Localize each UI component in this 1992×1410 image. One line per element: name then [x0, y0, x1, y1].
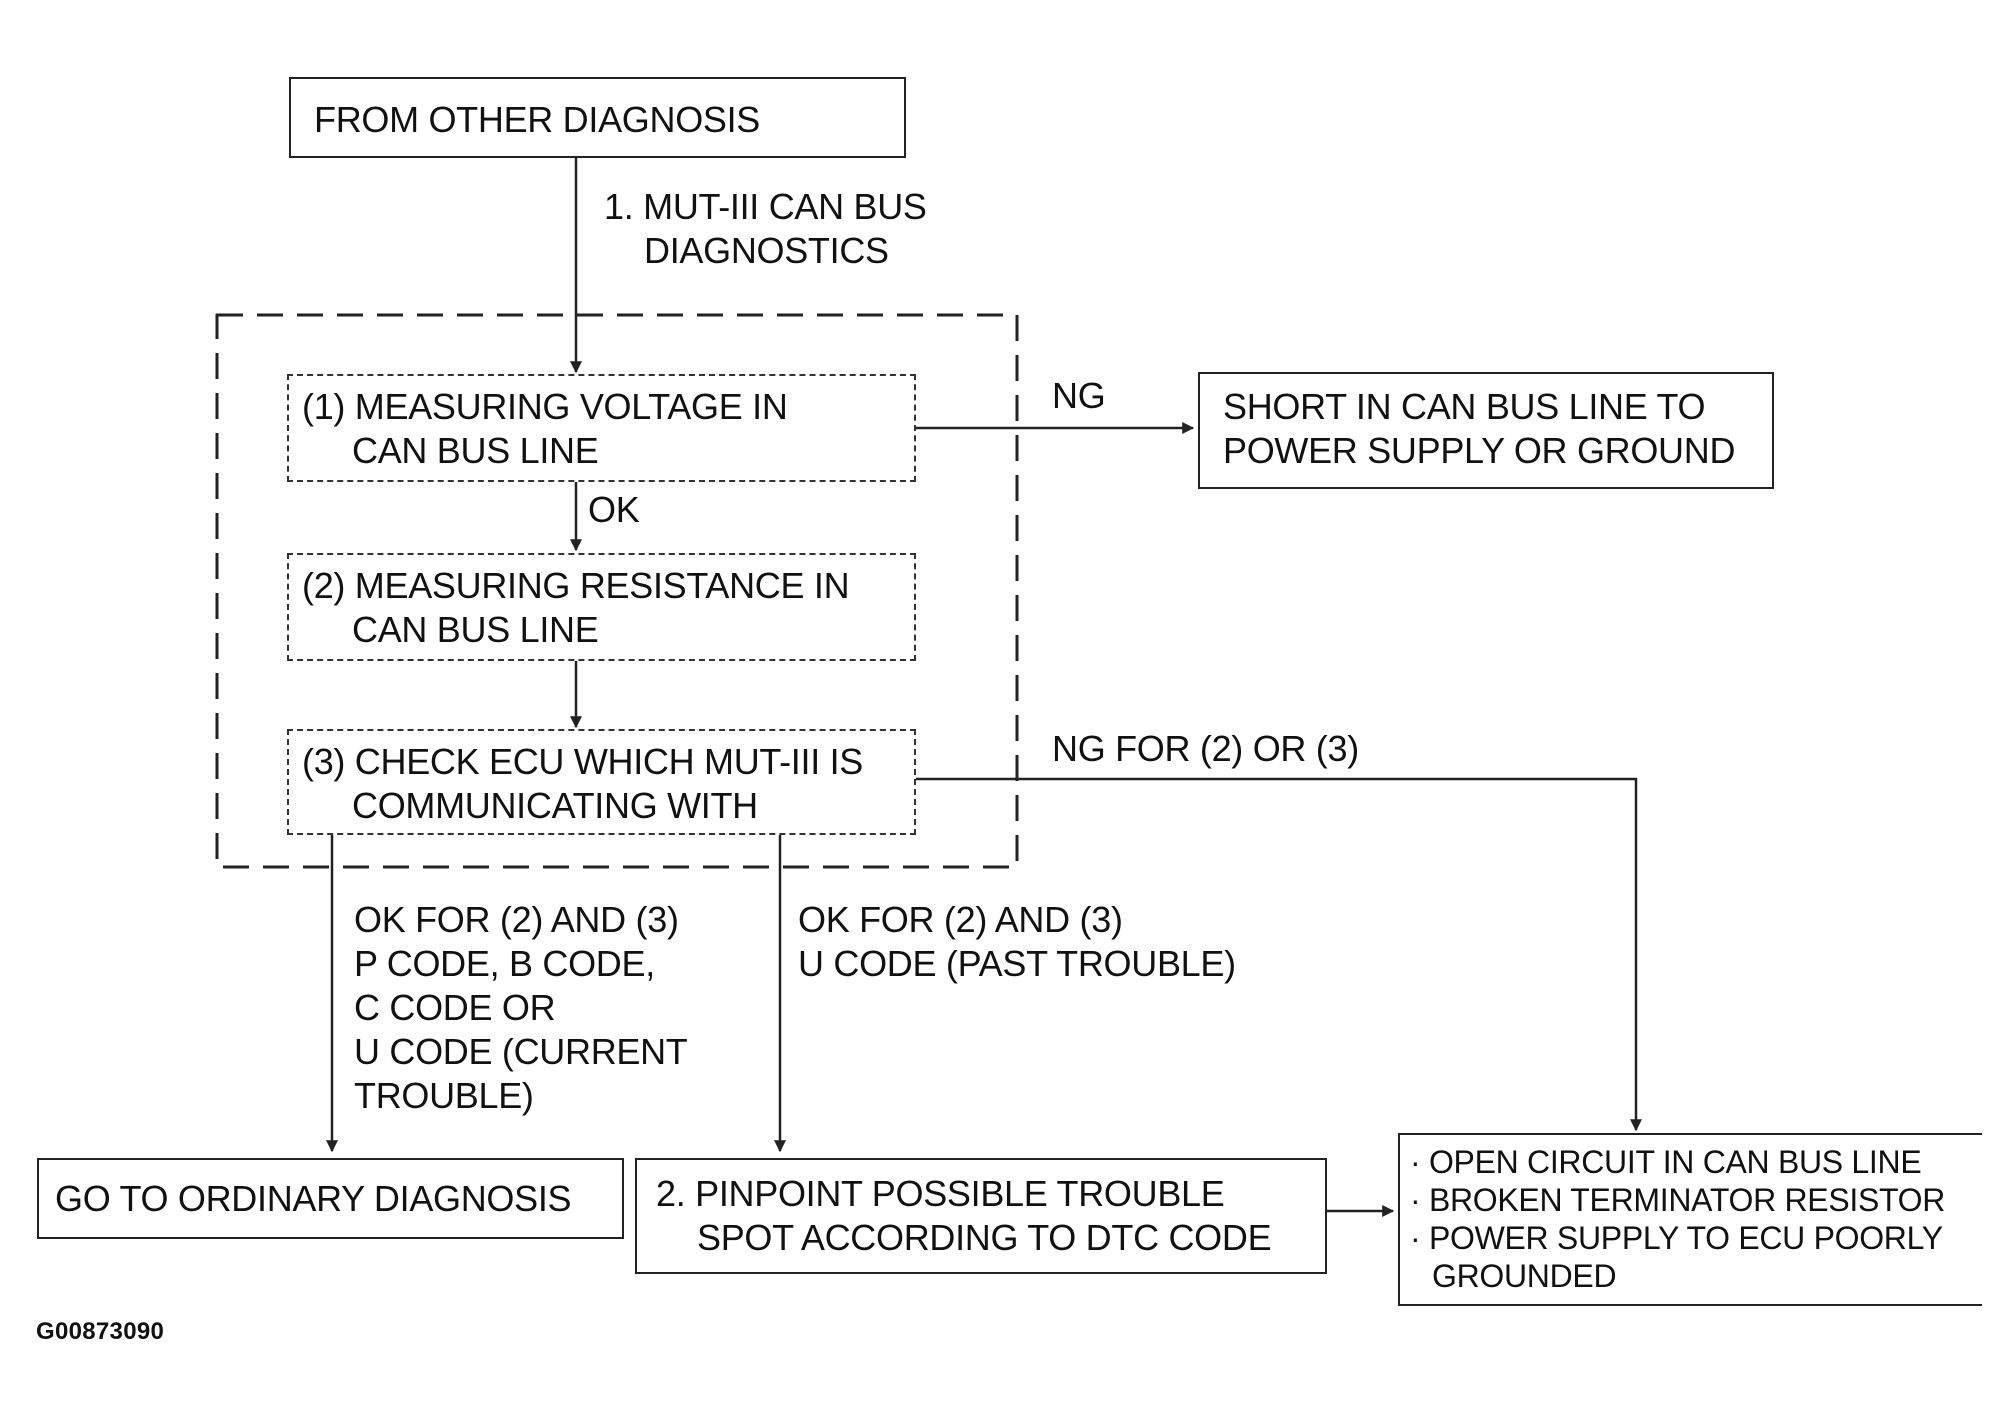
ok-past-line1: OK FOR (2) AND (3) — [798, 899, 1123, 940]
ok-label: OK — [588, 489, 640, 530]
ok-current-line3: C CODE OR — [354, 987, 556, 1028]
pinpoint-text-line1: 2. PINPOINT POSSIBLE TROUBLE — [656, 1173, 1225, 1214]
step1-text-line2: CAN BUS LINE — [352, 430, 599, 471]
ng-label: NG — [1052, 375, 1106, 416]
go-to-ordinary-diagnosis-box: GO TO ORDINARY DIAGNOSIS — [37, 1158, 624, 1239]
cause-open-circuit: · OPEN CIRCUIT IN CAN BUS LINE — [1410, 1144, 1922, 1180]
pinpoint-trouble-spot-box: 2. PINPOINT POSSIBLE TROUBLE SPOT ACCORD… — [635, 1158, 1327, 1274]
from-other-diagnosis-text: FROM OTHER DIAGNOSIS — [314, 99, 761, 140]
mut-label-line1: 1. MUT-III CAN BUS — [604, 186, 927, 227]
step2-measuring-resistance-box: (2) MEASURING RESISTANCE IN CAN BUS LINE — [287, 553, 916, 661]
cause-power-supply-poorly: · POWER SUPPLY TO ECU POORLY — [1410, 1220, 1943, 1256]
ok-past-line2: U CODE (PAST TROUBLE) — [798, 943, 1236, 984]
ok-current-trouble-label: OK FOR (2) AND (3) P CODE, B CODE, C COD… — [354, 898, 688, 1118]
step1-text-line1: (1) MEASURING VOLTAGE IN — [302, 386, 788, 427]
step3-check-ecu-box: (3) CHECK ECU WHICH MUT-III IS COMMUNICA… — [287, 729, 916, 835]
short-in-can-bus-box: SHORT IN CAN BUS LINE TO POWER SUPPLY OR… — [1198, 372, 1774, 489]
ng-for-2-or-3-label: NG FOR (2) OR (3) — [1052, 728, 1359, 769]
ordinary-diagnosis-text: GO TO ORDINARY DIAGNOSIS — [55, 1178, 572, 1219]
arrow-step3-to-causes — [916, 777, 1642, 1132]
figure-id: G00873090 — [36, 1318, 165, 1345]
ok-current-line5: TROUBLE) — [354, 1075, 534, 1116]
cause-broken-terminator: · BROKEN TERMINATOR RESISTOR — [1410, 1182, 1946, 1218]
pinpoint-text-line2: SPOT ACCORDING TO DTC CODE — [697, 1217, 1272, 1258]
mut-iii-can-bus-diagnostics-label: 1. MUT-III CAN BUS DIAGNOSTICS — [604, 185, 927, 273]
ok-current-line1: OK FOR (2) AND (3) — [354, 899, 679, 940]
ok-current-line2: P CODE, B CODE, — [354, 943, 655, 984]
step2-text-line1: (2) MEASURING RESISTANCE IN — [302, 565, 850, 606]
ok-current-line4: U CODE (CURRENT — [354, 1031, 688, 1072]
ok-past-trouble-label: OK FOR (2) AND (3) U CODE (PAST TROUBLE) — [798, 898, 1236, 986]
step2-text-line2: CAN BUS LINE — [352, 609, 599, 650]
cause-grounded: GROUNDED — [1432, 1258, 1617, 1294]
step1-measuring-voltage-box: (1) MEASURING VOLTAGE IN CAN BUS LINE — [287, 374, 916, 482]
short-text-line2: POWER SUPPLY OR GROUND — [1223, 430, 1736, 471]
possible-causes-box: · OPEN CIRCUIT IN CAN BUS LINE · BROKEN … — [1398, 1133, 1982, 1306]
short-text-line1: SHORT IN CAN BUS LINE TO — [1223, 386, 1706, 427]
from-other-diagnosis-box: FROM OTHER DIAGNOSIS — [289, 77, 906, 158]
mut-label-line2: DIAGNOSTICS — [644, 230, 889, 271]
step3-text-line2: COMMUNICATING WITH — [352, 785, 758, 826]
step3-text-line1: (3) CHECK ECU WHICH MUT-III IS — [302, 741, 864, 782]
mut-iii-diagnostics-group-frame — [215, 313, 1019, 869]
